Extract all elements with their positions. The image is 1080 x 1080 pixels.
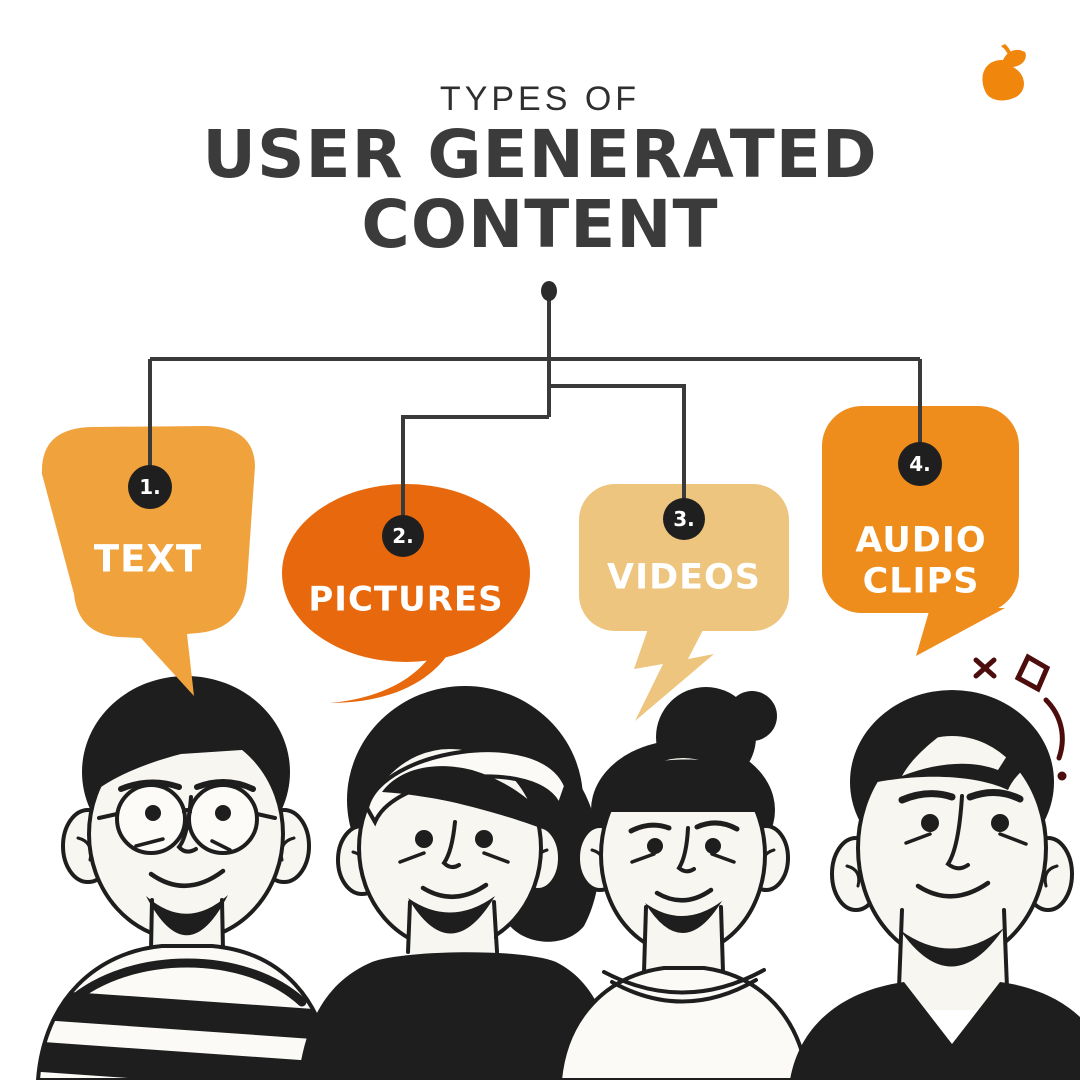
cheek-lines (630, 852, 736, 864)
black-top (298, 952, 616, 1080)
arc-doodle (1043, 697, 1065, 761)
chin-shadow (900, 928, 1004, 967)
diamond-sparkle-icon (1014, 653, 1051, 693)
page-title: USER GENERATED CONTENT (0, 120, 1080, 260)
person-woman-with-bun (557, 687, 811, 1080)
white-tee (557, 966, 811, 1080)
tee-collar (602, 968, 766, 1004)
connector-origin-dot (541, 281, 557, 301)
eyebrows (898, 789, 1024, 804)
hair-fringe (860, 718, 1032, 790)
smile (148, 868, 226, 888)
hair-bangs (382, 766, 556, 834)
people-illustration (35, 653, 1080, 1080)
hair-bun-knot (727, 691, 777, 741)
eyes (921, 814, 1009, 832)
cheek-lines (398, 851, 510, 864)
eyes (647, 838, 721, 854)
nose (676, 826, 696, 874)
vneck-shirt (790, 982, 1080, 1080)
person-man-with-glasses (35, 676, 335, 1080)
bubble-label-videos: VIDEOS (606, 557, 762, 598)
nose (441, 820, 461, 870)
number-badges: 1. 2. 3. 4. (128, 442, 942, 557)
cross-sparkle-icon (973, 657, 997, 679)
eyes (145, 805, 231, 821)
connector-tree: 1. 2. 3. 4. (128, 281, 942, 557)
bubble-label-text: TEXT (93, 537, 203, 581)
connector-lines (148, 296, 922, 520)
chin-shadow (645, 901, 722, 934)
nose (945, 794, 970, 871)
speech-bubbles (41, 406, 1019, 721)
person-woman-with-headband (298, 686, 616, 1080)
chin-shadow (408, 896, 495, 934)
badge-3-number: 3. (673, 507, 695, 531)
bubble-label-audio-clips: AUDIO CLIPS (855, 520, 987, 601)
connector-branch-pictures (401, 415, 549, 520)
page-title-line2: CONTENT (361, 186, 719, 263)
badge-2-number: 2. (392, 524, 414, 548)
chin-shadow (146, 895, 228, 936)
smile (654, 887, 714, 903)
smile (420, 882, 489, 900)
hair-fringe (603, 759, 763, 812)
badge-4-number: 4. (909, 452, 931, 476)
eyebrows (118, 779, 256, 792)
person-man-with-vneck (790, 690, 1080, 1080)
cheek-lines (904, 832, 1028, 846)
page-title-line1: USER GENERATED (202, 116, 878, 193)
smile (915, 880, 991, 899)
badge-1 (128, 465, 172, 509)
badge-2 (382, 515, 424, 557)
badge-1-number: 1. (139, 475, 161, 499)
badge-3 (663, 498, 705, 540)
bubble-pictures (282, 484, 530, 703)
eyes (415, 830, 493, 848)
bubble-videos (579, 484, 789, 721)
sparkle-decorations (973, 653, 1067, 781)
nose (176, 795, 198, 854)
connector-branch-videos (549, 384, 686, 503)
eyebrows (628, 820, 740, 834)
dot-doodle (1057, 771, 1067, 781)
bubble-text (41, 426, 255, 696)
title-eyebrow: TYPES OF (439, 80, 641, 118)
mango-logo-icon (982, 44, 1026, 101)
brand-logo-area (982, 44, 1026, 101)
hair-fringe (93, 700, 273, 793)
bubble-audio-clips (822, 406, 1019, 656)
bubble-label-pictures: PICTURES (308, 579, 504, 620)
cheek-lines (134, 837, 232, 852)
badge-4 (898, 442, 942, 486)
